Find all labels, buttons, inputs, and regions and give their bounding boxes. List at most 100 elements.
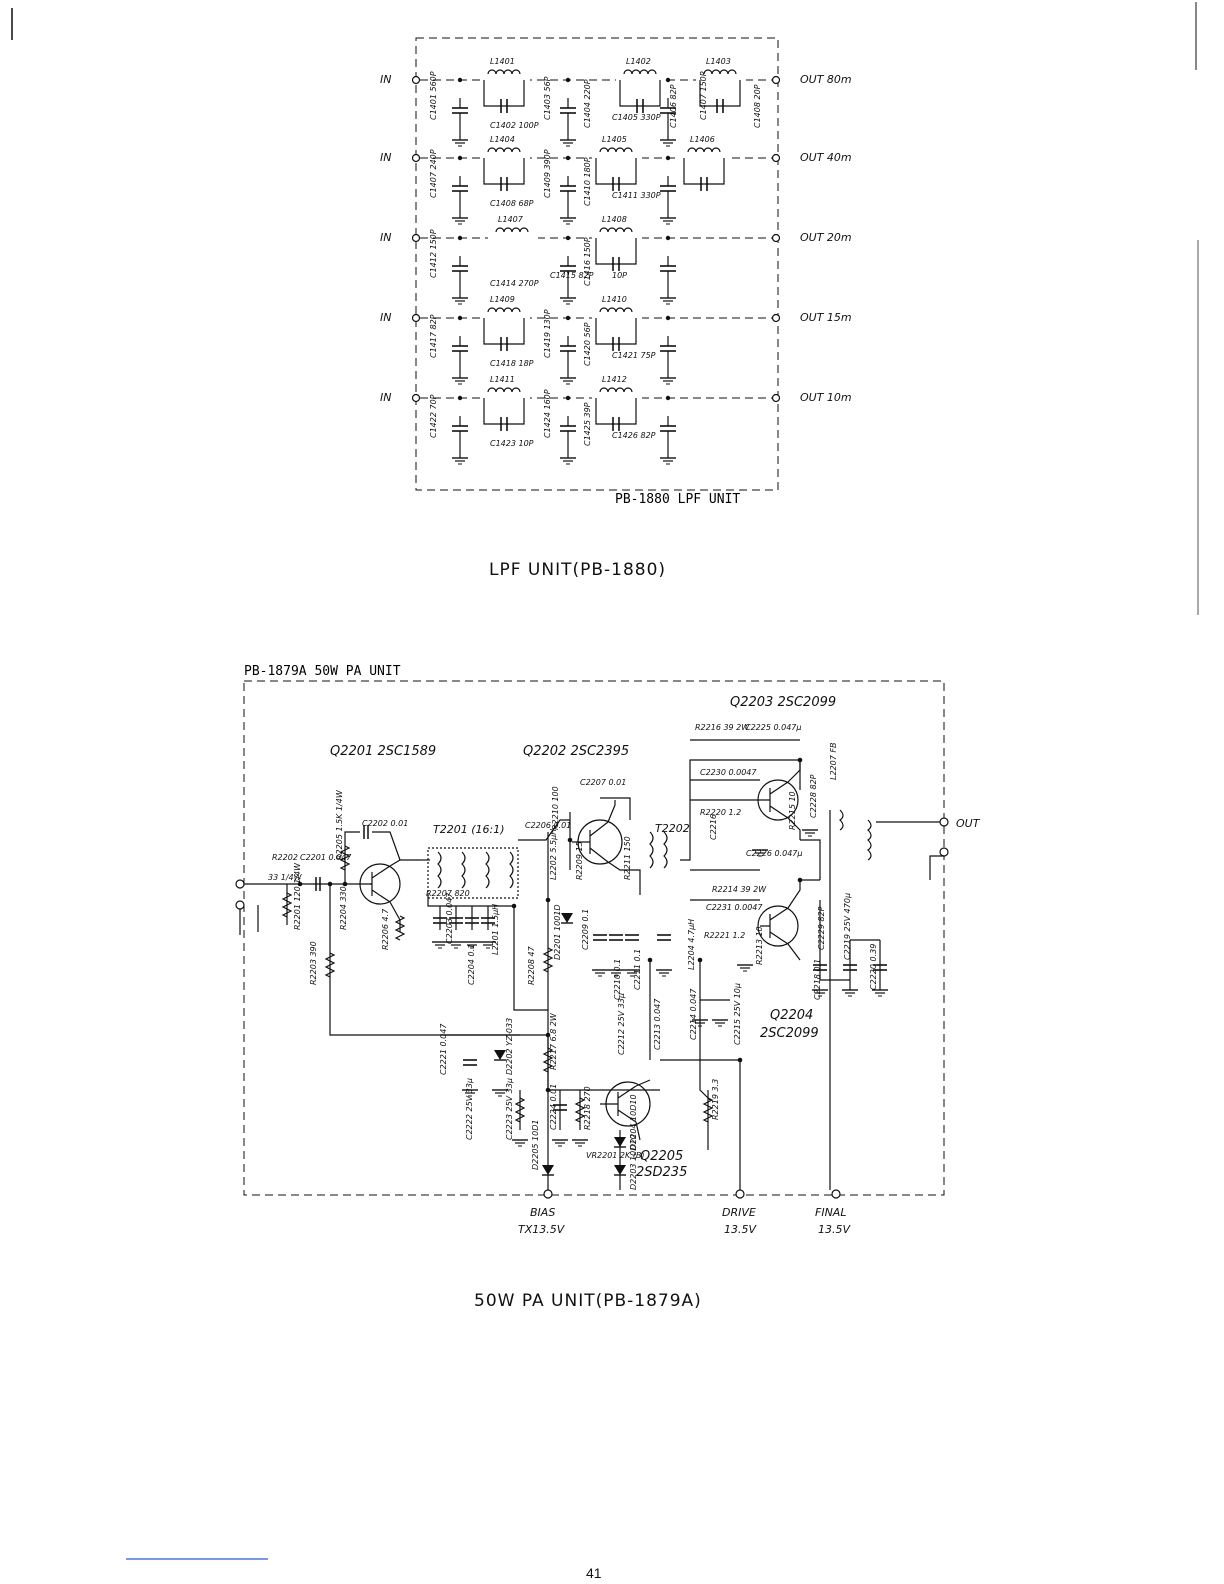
c2207-label: C2207 0.01 (580, 778, 626, 787)
out-band-label: OUT 15m (800, 311, 852, 324)
capacitor-label: 10P (612, 271, 627, 280)
junction-dot (565, 155, 571, 161)
c2204-label: C2204 0.1 (467, 944, 476, 985)
inductor-label: L1404 (490, 135, 515, 144)
q2203-transistor-symbol (757, 779, 799, 821)
r2202v-label: 33 1/4W (268, 873, 303, 882)
capacitor-label: C1408 68P (490, 199, 534, 208)
diode-symbol (614, 1137, 626, 1147)
inductor-label: L1411 (490, 375, 515, 384)
inductor-label: L1410 (602, 295, 627, 304)
capacitor-label: C1420 56P (583, 322, 592, 366)
lpf-caption: LPF UNIT(PB-1880) (489, 560, 666, 580)
q2202-label: Q2202 2SC2395 (523, 744, 629, 759)
bias-terminal (543, 1189, 553, 1199)
junction-dot (737, 1057, 743, 1063)
inductor-label: L1406 (690, 135, 715, 144)
capacitor-label: C1404 220P (583, 79, 592, 128)
inductor-label: L1401 (490, 57, 515, 66)
capacitor-label: C1410 180P (583, 157, 592, 206)
c2226-label: C2226 0.047μ (746, 849, 802, 858)
input-terminal (235, 879, 245, 889)
out-terminal (771, 75, 781, 85)
junction-dot (797, 757, 803, 763)
c2229-label: C2229 82P (817, 906, 826, 950)
r2209-label: R2209 15 (575, 841, 584, 880)
d2204-label: D2204 10D10 (629, 1094, 638, 1150)
diode-symbol (561, 913, 573, 923)
inductor-coil (487, 69, 521, 75)
diode-symbol (542, 1165, 554, 1175)
lpf-board-outline (415, 37, 779, 491)
r2213-label: R2213 10 (755, 926, 764, 965)
t2202-label: T2202 (655, 822, 690, 835)
capacitor-label: C1426 82P (612, 431, 656, 440)
capacitor-label: C1418 18P (490, 359, 534, 368)
out-terminal (771, 313, 781, 323)
final-voltage: 13.5V (818, 1223, 851, 1236)
capacitor-label: C1424 160P (543, 389, 552, 438)
r2220-label: R2220 1.2 (700, 808, 741, 817)
c2225-label: C2225 0.047μ (745, 723, 801, 732)
drive-label: DRIVE (722, 1206, 756, 1219)
c2228-label: C2228 82P (809, 774, 818, 818)
capacitor-label: C1411 330P (612, 191, 661, 200)
l2207-label: L2207 FB (829, 743, 838, 780)
c2214-label: C2214 0.047 (689, 988, 698, 1040)
out-terminal (771, 393, 781, 403)
pa-capacitors (281, 757, 888, 1176)
d2205-label: D2205 10D1 (531, 1120, 540, 1171)
q2204-type: 2SC2099 (760, 1026, 819, 1041)
capacitor-label: C1401 560P (429, 71, 438, 120)
capacitor-label: C1415 82P (550, 271, 594, 280)
lpf-board-title: PB-1880 LPF UNIT (615, 492, 740, 507)
c2201-label: C2201 0.047 (300, 853, 352, 862)
junction-dot (457, 315, 463, 321)
in-terminal (411, 393, 421, 403)
capacitor-label: C1402 100P (490, 121, 539, 130)
final-terminal (831, 1189, 841, 1199)
capacitor-label: C1422 70P (429, 394, 438, 438)
resistor-symbol (514, 1097, 526, 1123)
r2215-label: R2215 10 (788, 791, 797, 830)
resistor-symbol (394, 915, 406, 941)
inductor-label: L1405 (602, 135, 627, 144)
c2224-label: C2224 0.01 (549, 1084, 558, 1130)
pa-board-outline (243, 680, 945, 1196)
r2221-label: R2221 1.2 (704, 931, 745, 940)
junction-dot (457, 235, 463, 241)
r2214-label: R2214 39 2W (712, 885, 767, 894)
c2202-label: C2202 0.01 (362, 819, 408, 828)
resistor-symbol (702, 1097, 714, 1123)
inductor-label: L1402 (626, 57, 651, 66)
inductor-label: L1408 (602, 215, 627, 224)
inductor-coil (687, 147, 721, 153)
capacitor-label: C1407 240P (429, 149, 438, 198)
resistor-symbol (324, 952, 336, 978)
r2202-label: R2202 (272, 853, 298, 862)
page-number: 41 (586, 1565, 602, 1581)
junction-dot (565, 235, 571, 241)
c2213-label: C2213 0.047 (653, 998, 662, 1050)
out-ground-terminal (939, 847, 949, 857)
drive-voltage: 13.5V (724, 1223, 757, 1236)
in-label: IN (380, 73, 391, 86)
c2220-label: C2220 0.39 (869, 944, 878, 990)
out-band-label: OUT 80m (800, 73, 852, 86)
bias-label: BIAS (530, 1206, 555, 1219)
pa-caption: 50W PA UNIT(PB-1879A) (474, 1291, 702, 1311)
in-label: IN (380, 151, 391, 164)
junction-dot (545, 897, 551, 903)
capacitor-label: C1412 150P (429, 229, 438, 278)
diode-symbol (614, 1165, 626, 1175)
l2202-label: L2202 5.5μH (549, 829, 558, 880)
c2221-label: C2221 0.047 (439, 1023, 448, 1075)
c2219-label: C2219 25V 470μ (843, 893, 852, 960)
q2201-label: Q2201 2SC1589 (330, 744, 436, 759)
out-band-label: OUT 10m (800, 391, 852, 404)
junction-dot (665, 315, 671, 321)
inductor-coil (599, 307, 633, 313)
